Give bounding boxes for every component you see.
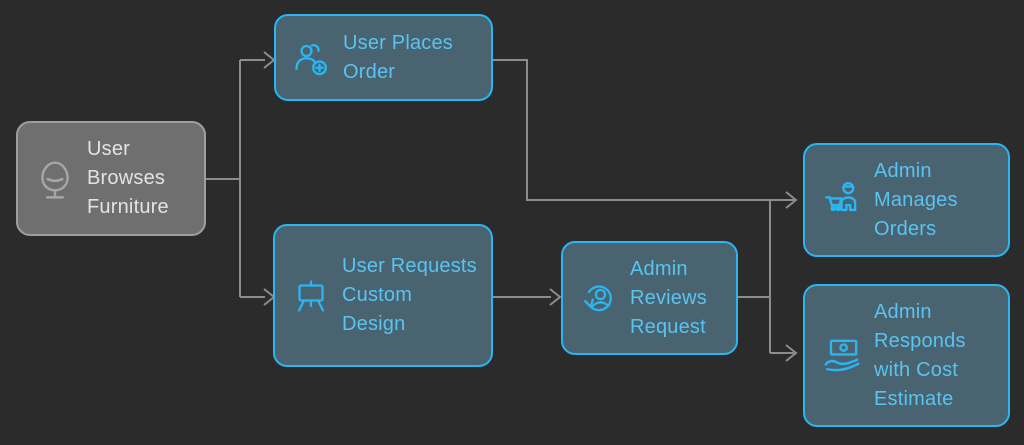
edge-browse-trunk: [206, 60, 241, 297]
node-admin-responds-with-cost-estimate: Admin Responds with Cost Estimate: [803, 284, 1010, 427]
node-user-requests-custom-design: User Requests Custom Design: [273, 224, 493, 367]
money-hand-icon: [821, 335, 863, 377]
edge-order-to-manage: [493, 59, 794, 201]
admin-cart-icon: [821, 179, 863, 221]
node-user-places-order: User Places Order: [274, 14, 493, 101]
arrowhead-to-review: [549, 288, 562, 306]
arrowhead-to-respond: [785, 344, 798, 362]
arrowhead-to-order: [263, 51, 276, 69]
node-label: User Places Order: [343, 31, 454, 83]
node-admin-reviews-request: Admin Reviews Request: [561, 241, 738, 355]
node-label: User Browses Furniture: [87, 138, 169, 218]
node-label: Admin Responds with Cost Estimate: [874, 300, 966, 410]
arrowhead-to-manage: [785, 191, 798, 209]
node-label: Admin Reviews Request: [630, 257, 707, 338]
node-label: Admin Manages Orders: [874, 159, 958, 240]
node-user-browses-furniture: User Browses Furniture: [16, 121, 206, 236]
node-label: User Requests Custom Design: [342, 255, 477, 335]
egg-chair-icon: [34, 158, 76, 200]
review-user-icon: [579, 278, 619, 318]
edge-review-junction: [738, 200, 771, 353]
add-user-icon: [292, 38, 332, 78]
node-admin-manages-orders: Admin Manages Orders: [803, 143, 1010, 257]
easel-icon: [291, 276, 331, 316]
